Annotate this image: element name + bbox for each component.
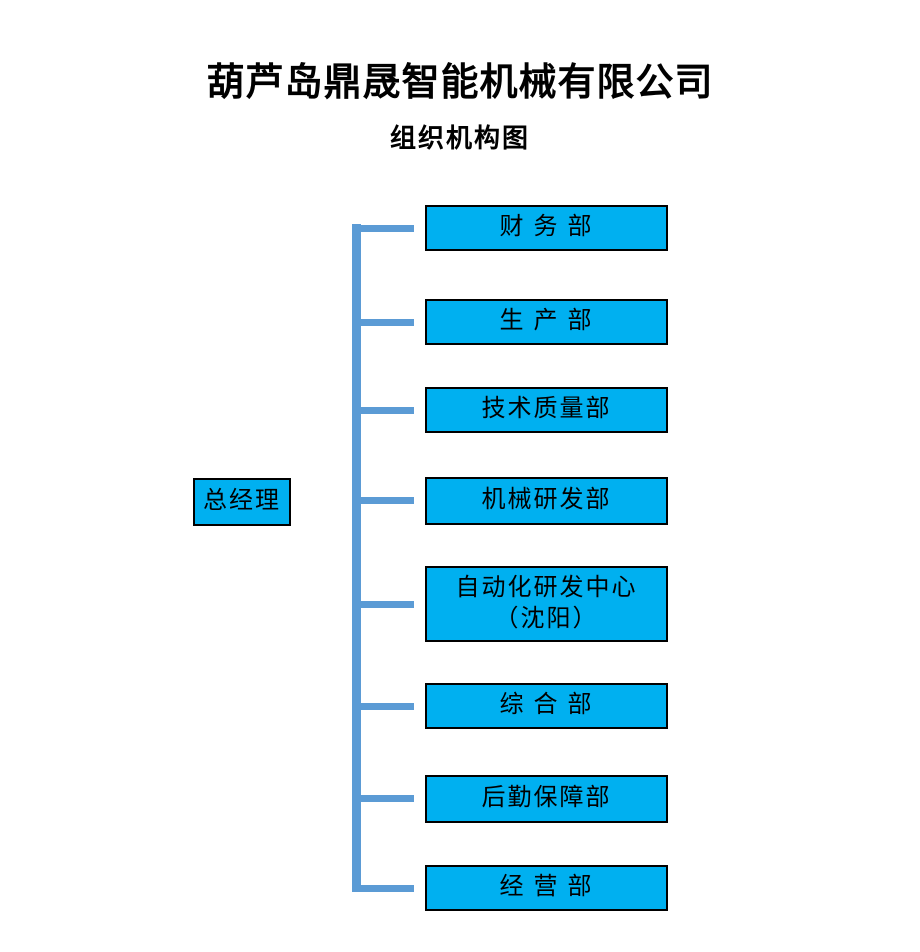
node-general-manager: 总经理 (193, 478, 291, 526)
chart-subtitle: 组织机构图 (389, 124, 530, 153)
node-automation-rd-center: 自动化研发中心 （沈阳） (425, 566, 668, 642)
node-production-dept: 生 产 部 (425, 299, 668, 345)
node-business-dept: 经 营 部 (425, 865, 668, 911)
connector-trunk (352, 224, 361, 892)
connector-branch-automation-rd (352, 601, 414, 608)
connector-branch-finance (352, 225, 414, 232)
node-finance-dept: 财 务 部 (425, 205, 668, 251)
company-title: 葫芦岛鼎晟智能机械有限公司 (206, 62, 714, 104)
connector-branch-business (352, 885, 414, 892)
connector-branch-general (352, 703, 414, 710)
node-general-dept: 综 合 部 (425, 683, 668, 729)
connector-branch-logistics (352, 795, 414, 802)
node-tech-quality-dept: 技术质量部 (425, 387, 668, 433)
connector-branch-production (352, 319, 414, 326)
node-machinery-rd-dept: 机械研发部 (425, 477, 668, 525)
node-logistics-support-dept: 后勤保障部 (425, 775, 668, 823)
connector-branch-machinery-rd (352, 497, 414, 504)
connector-branch-tech-quality (352, 407, 414, 414)
